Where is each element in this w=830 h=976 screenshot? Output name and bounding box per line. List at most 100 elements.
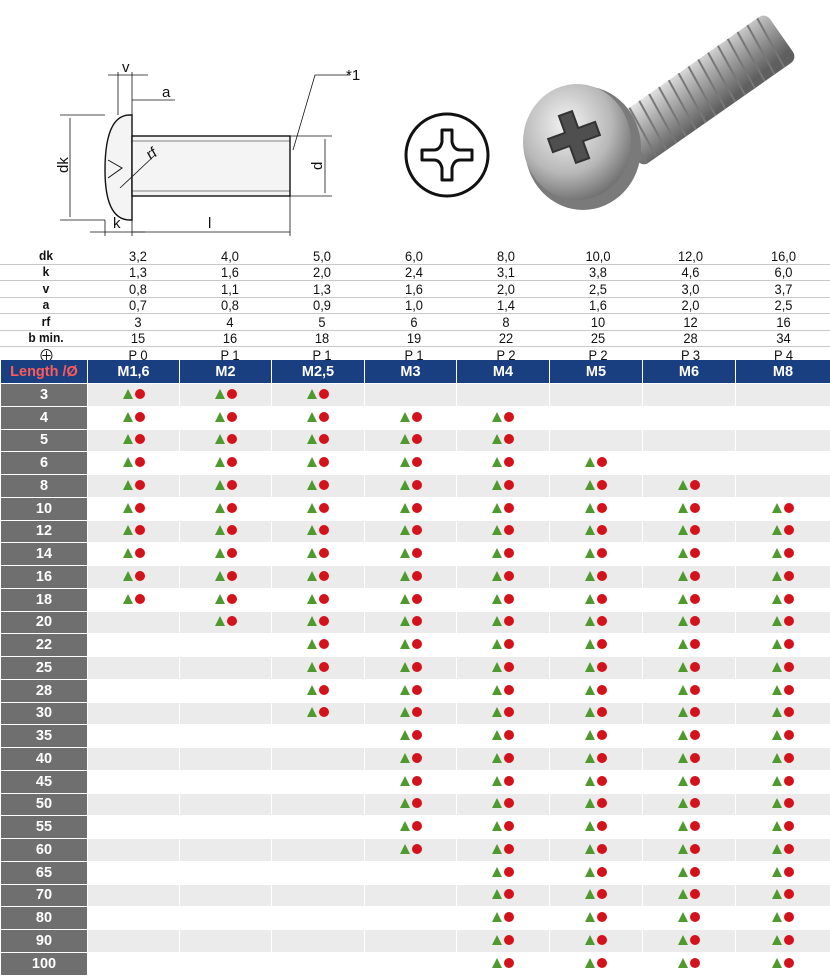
red-dot-icon — [597, 639, 607, 649]
availability-cell — [365, 930, 457, 953]
availability-cell — [365, 952, 457, 975]
availability-marker — [492, 844, 514, 854]
red-dot-icon — [412, 548, 422, 558]
availability-cell — [180, 406, 272, 429]
availability-cell — [272, 657, 365, 680]
availability-marker — [585, 639, 607, 649]
availability-cell — [180, 634, 272, 657]
red-dot-icon — [597, 662, 607, 672]
availability-cell — [272, 748, 365, 771]
length-value: 45 — [1, 770, 88, 793]
availability-cell — [272, 566, 365, 589]
availability-marker — [678, 594, 700, 604]
red-dot-icon — [319, 571, 329, 581]
availability-cell — [365, 520, 457, 543]
availability-cell — [180, 770, 272, 793]
red-dot-icon — [784, 867, 794, 877]
red-dot-icon — [319, 707, 329, 717]
dimension-value: 10,0 — [556, 248, 641, 264]
availability-marker — [492, 616, 514, 626]
availability-cell — [643, 839, 736, 862]
dimension-value: 0,7 — [96, 297, 181, 314]
size-header: M2 — [180, 360, 272, 384]
green-triangle-icon — [678, 594, 688, 604]
length-row: 6 — [1, 452, 830, 475]
green-triangle-icon — [772, 889, 782, 899]
availability-cell — [736, 566, 830, 589]
length-row: 8 — [1, 475, 830, 498]
green-triangle-icon — [307, 639, 317, 649]
availability-cell — [365, 725, 457, 748]
red-dot-icon — [412, 685, 422, 695]
size-header: M8 — [736, 360, 830, 384]
green-triangle-icon — [400, 503, 410, 513]
availability-cell — [550, 475, 643, 498]
red-dot-icon — [504, 958, 514, 968]
availability-marker — [492, 662, 514, 672]
availability-marker — [772, 867, 794, 877]
red-dot-icon — [504, 525, 514, 535]
availability-marker — [307, 457, 329, 467]
availability-cell — [736, 770, 830, 793]
availability-cell — [457, 725, 550, 748]
green-triangle-icon — [307, 548, 317, 558]
availability-marker — [585, 798, 607, 808]
green-triangle-icon — [123, 548, 133, 558]
availability-cell — [643, 679, 736, 702]
length-row: 90 — [1, 930, 830, 953]
availability-cell — [736, 839, 830, 862]
green-triangle-icon — [678, 525, 688, 535]
red-dot-icon — [690, 480, 700, 490]
length-row: 45 — [1, 770, 830, 793]
green-triangle-icon — [215, 525, 225, 535]
availability-cell — [365, 770, 457, 793]
availability-cell — [736, 861, 830, 884]
length-value: 8 — [1, 475, 88, 498]
red-dot-icon — [597, 821, 607, 831]
green-triangle-icon — [772, 935, 782, 945]
availability-marker — [772, 548, 794, 558]
red-dot-icon — [319, 434, 329, 444]
availability-marker — [772, 662, 794, 672]
red-dot-icon — [504, 798, 514, 808]
length-row: 28 — [1, 679, 830, 702]
availability-marker — [400, 844, 422, 854]
green-triangle-icon — [215, 594, 225, 604]
red-dot-icon — [597, 685, 607, 695]
availability-cell — [88, 497, 180, 520]
red-dot-icon — [412, 821, 422, 831]
availability-marker — [585, 571, 607, 581]
availability-cell — [550, 861, 643, 884]
red-dot-icon — [227, 457, 237, 467]
green-triangle-icon — [400, 730, 410, 740]
availability-cell — [643, 520, 736, 543]
availability-marker — [215, 412, 237, 422]
red-dot-icon — [690, 867, 700, 877]
red-dot-icon — [227, 594, 237, 604]
availability-marker — [585, 935, 607, 945]
length-row: 55 — [1, 816, 830, 839]
red-dot-icon — [412, 662, 422, 672]
red-dot-icon — [504, 730, 514, 740]
green-triangle-icon — [215, 503, 225, 513]
green-triangle-icon — [215, 434, 225, 444]
red-dot-icon — [227, 480, 237, 490]
red-dot-icon — [504, 480, 514, 490]
red-dot-icon — [319, 662, 329, 672]
length-row: 10 — [1, 497, 830, 520]
length-value: 35 — [1, 725, 88, 748]
red-dot-icon — [597, 844, 607, 854]
dimension-value: 1,3 — [96, 264, 181, 281]
availability-cell — [365, 907, 457, 930]
green-triangle-icon — [400, 639, 410, 649]
red-dot-icon — [504, 412, 514, 422]
red-dot-icon — [690, 958, 700, 968]
red-dot-icon — [412, 753, 422, 763]
dimension-label: v — [4, 281, 89, 298]
availability-marker — [585, 594, 607, 604]
availability-marker — [678, 753, 700, 763]
length-row: 12 — [1, 520, 830, 543]
size-header: M1,6 — [88, 360, 180, 384]
availability-cell — [88, 566, 180, 589]
availability-marker — [585, 707, 607, 717]
